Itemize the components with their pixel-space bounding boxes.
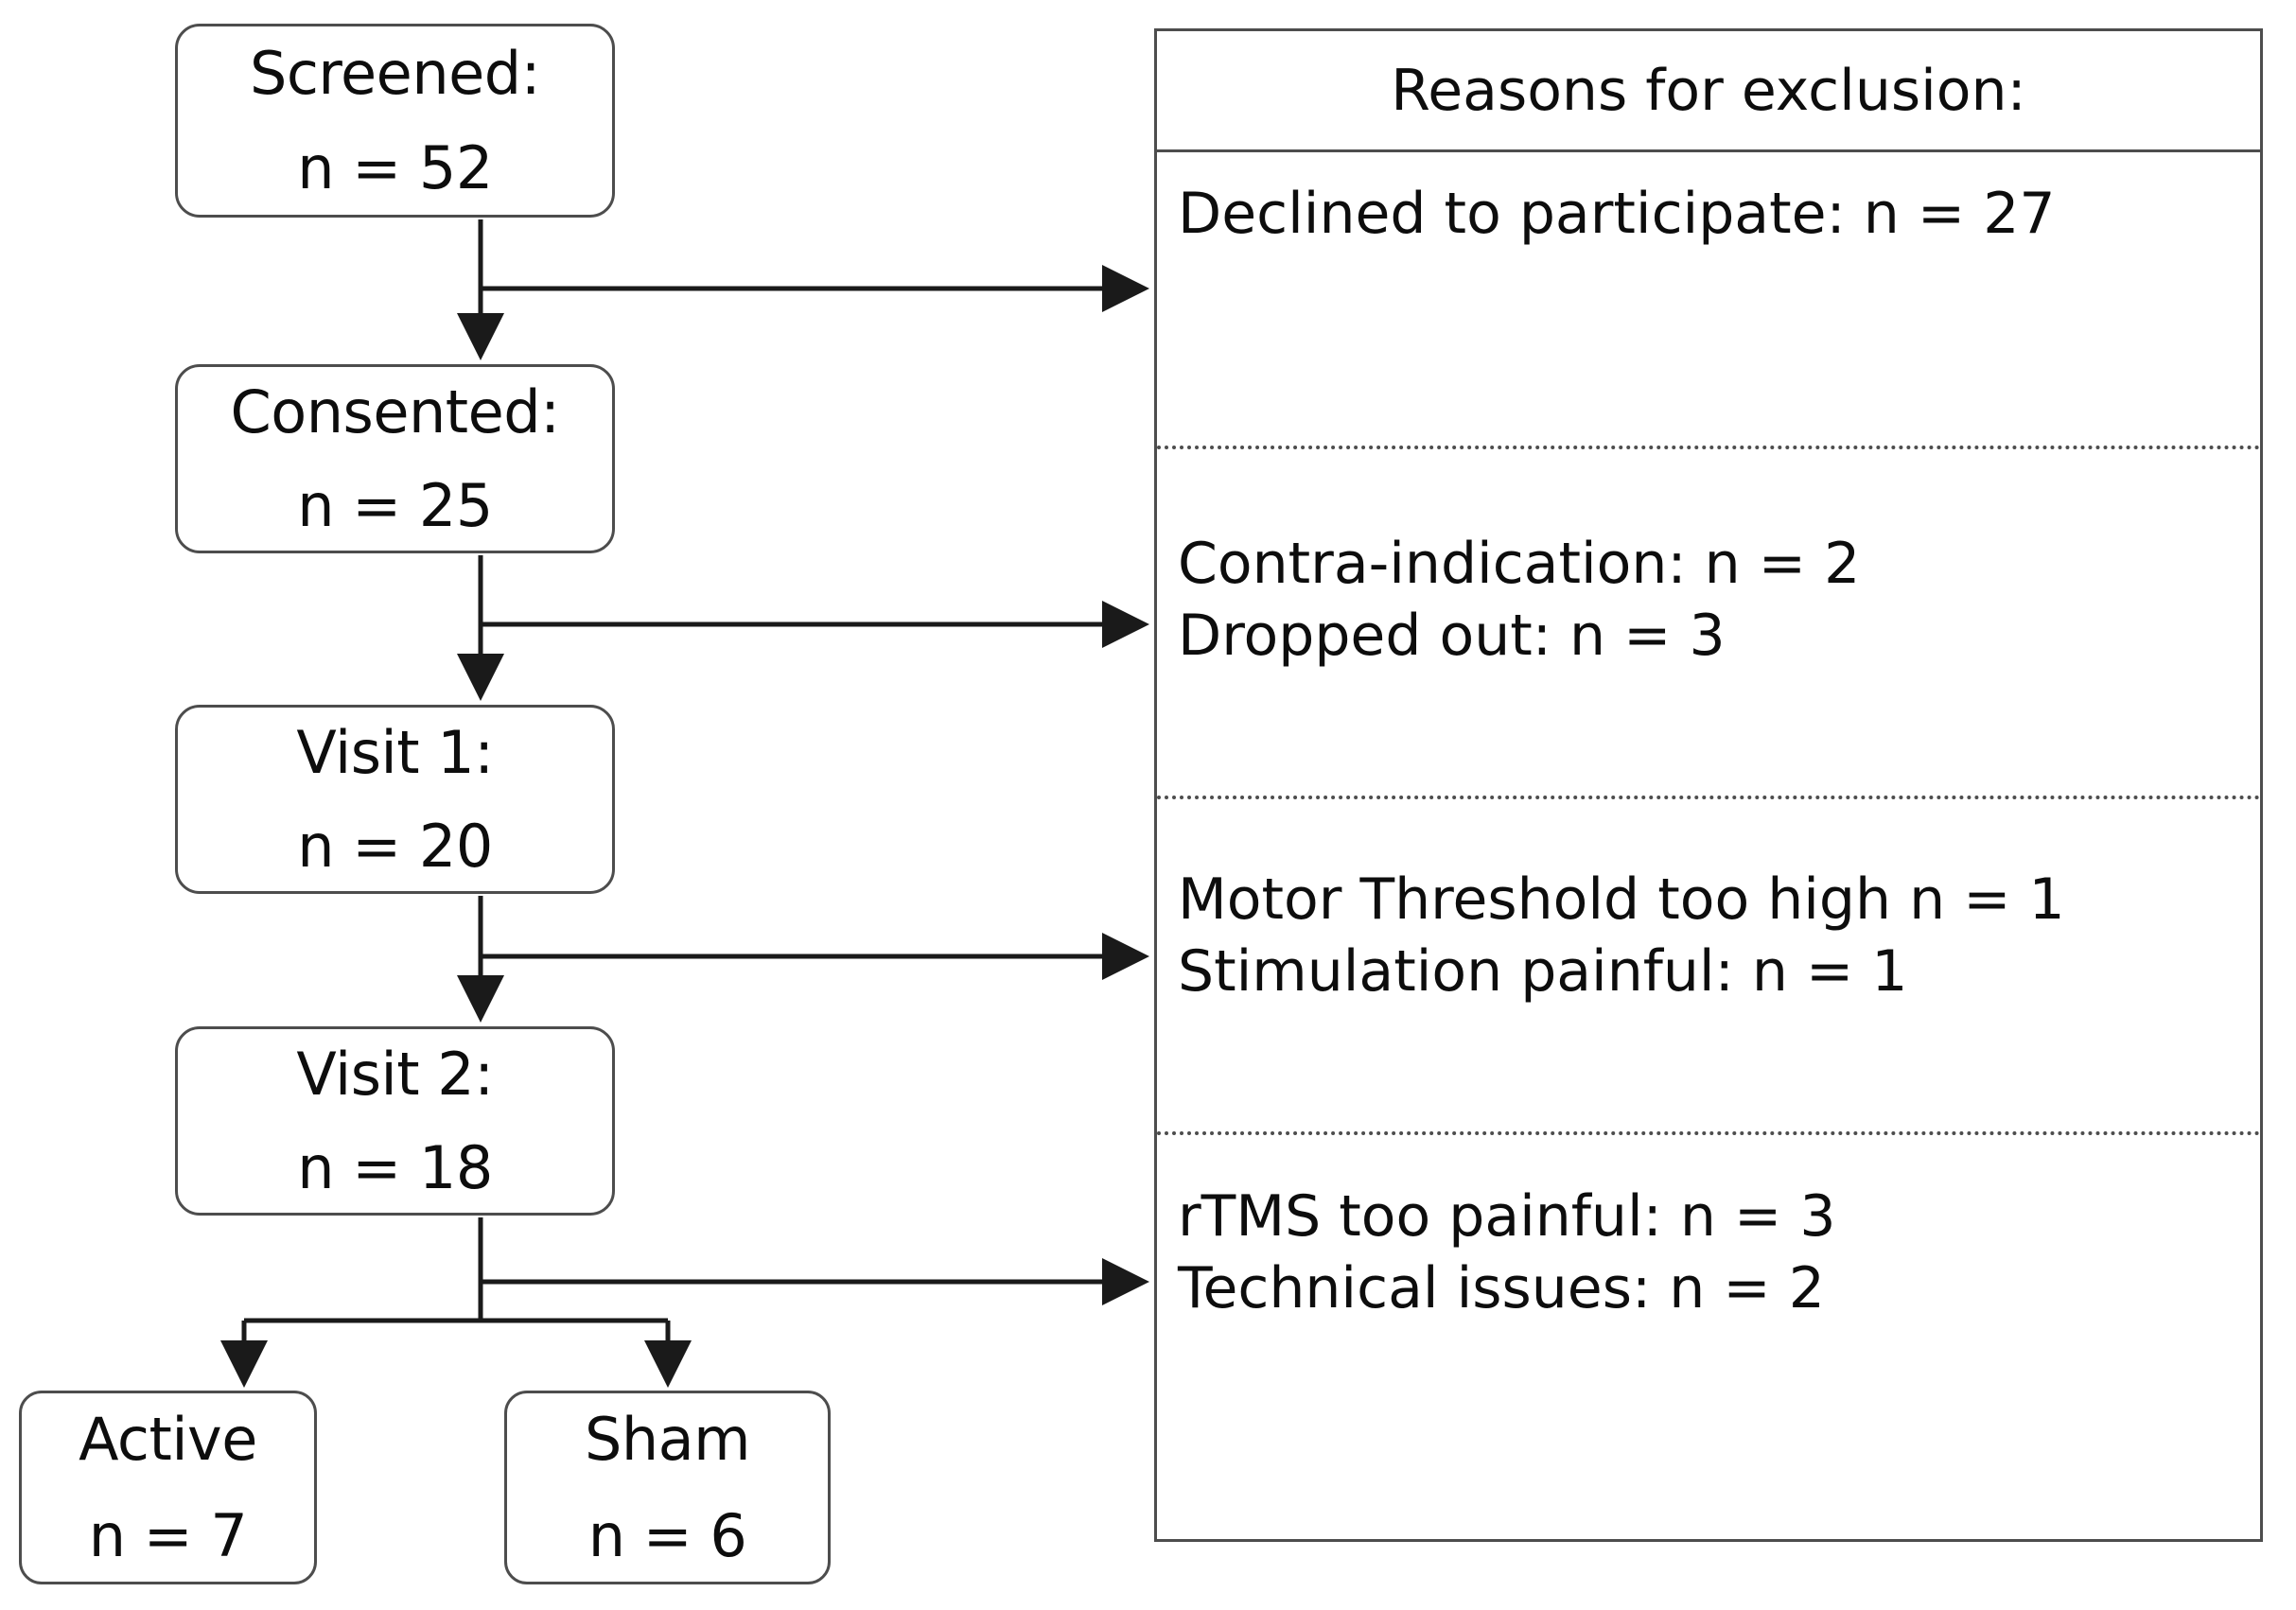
node-sham-label: Sham bbox=[584, 1405, 751, 1475]
node-screened-count: n = 52 bbox=[297, 132, 493, 202]
exclusion-group-2: Contra-indication: n = 2 Dropped out: n … bbox=[1178, 528, 2228, 672]
node-visit-2: Visit 2: n = 18 bbox=[175, 1026, 615, 1216]
exclusion-reason: rTMS too painful: n = 3 bbox=[1178, 1183, 1836, 1250]
exclusion-reason: Technical issues: n = 2 bbox=[1178, 1255, 1825, 1322]
exclusion-dotted-divider-2 bbox=[1157, 796, 2260, 799]
node-screened: Screened: n = 52 bbox=[175, 24, 615, 218]
node-visit-1-count: n = 20 bbox=[297, 812, 493, 881]
node-active: Active n = 7 bbox=[19, 1391, 317, 1584]
exclusion-group-3: Motor Threshold too high n = 1 Stimulati… bbox=[1178, 864, 2228, 1007]
node-consented-label: Consented: bbox=[230, 376, 560, 446]
node-consented: Consented: n = 25 bbox=[175, 364, 615, 553]
exclusion-panel-divider bbox=[1157, 149, 2260, 152]
node-visit-1: Visit 1: n = 20 bbox=[175, 705, 615, 894]
node-active-label: Active bbox=[79, 1405, 257, 1475]
exclusion-dotted-divider-3 bbox=[1157, 1131, 2260, 1135]
node-visit-2-count: n = 18 bbox=[297, 1133, 493, 1202]
node-consented-count: n = 25 bbox=[297, 471, 493, 540]
exclusion-group-1: Declined to participate: n = 27 bbox=[1178, 178, 2228, 250]
exclusion-group-4: rTMS too painful: n = 3 Technical issues… bbox=[1178, 1181, 2228, 1324]
exclusion-reason: Contra-indication: n = 2 bbox=[1178, 531, 1861, 597]
node-sham: Sham n = 6 bbox=[504, 1391, 831, 1584]
node-sham-count: n = 6 bbox=[587, 1500, 747, 1570]
exclusion-reason: Dropped out: n = 3 bbox=[1178, 603, 1726, 670]
exclusion-reason: Declined to participate: n = 27 bbox=[1178, 181, 2056, 247]
node-active-count: n = 7 bbox=[88, 1500, 248, 1570]
exclusion-panel-title: Reasons for exclusion: bbox=[1391, 57, 2026, 124]
exclusion-reason: Stimulation painful: n = 1 bbox=[1178, 938, 1908, 1006]
exclusion-dotted-divider-1 bbox=[1157, 446, 2260, 449]
exclusion-reason: Motor Threshold too high n = 1 bbox=[1178, 866, 2065, 933]
node-visit-1-label: Visit 1: bbox=[296, 717, 494, 787]
node-screened-label: Screened: bbox=[249, 39, 541, 109]
exclusion-panel: Reasons for exclusion: Declined to parti… bbox=[1154, 28, 2263, 1542]
node-visit-2-label: Visit 2: bbox=[296, 1039, 494, 1109]
